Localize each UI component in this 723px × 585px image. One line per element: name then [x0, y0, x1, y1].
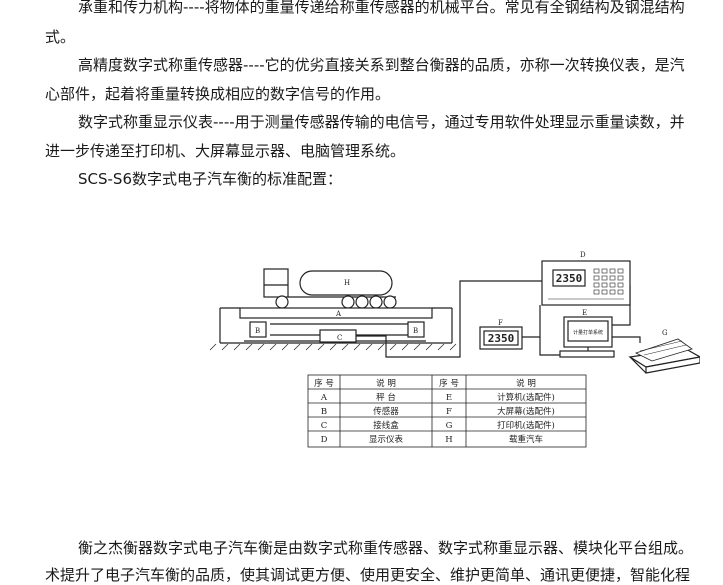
label-g: G: [662, 329, 668, 337]
paragraph-2-line-2: 心部件，起着将重量转换成相应的数字信号的作用。: [45, 85, 391, 103]
weighing-platform: [219, 307, 453, 344]
label-b-right: B: [413, 327, 418, 335]
table-cell: 大屏幕(选配件): [497, 406, 555, 417]
paragraph-5-line-1: 衡之杰衡器数字式电子汽车衡是由数字式称重传感器、数字式称重显示器、模块化平台组成…: [78, 539, 694, 557]
table-cell: 接线盒: [373, 420, 399, 431]
legend-table: 序 号 说 明 序 号 说 明 A 秤 台 E 计算机(选配件) B 传感器 F…: [307, 374, 587, 448]
computer: [559, 316, 615, 358]
paragraph-3-line-1: 数字式称重显示仪表----用于测量传感器传输的电信号，通过专用软件处理显示重量读…: [78, 113, 685, 131]
table-cell: F: [446, 407, 452, 417]
table-cell: G: [446, 421, 453, 431]
paragraph-3-line-2: 进一步传递至打印机、大屏幕显示器、电脑管理系统。: [45, 142, 406, 160]
label-c: C: [337, 334, 342, 342]
big-screen-reading: 2350: [488, 332, 515, 345]
table-cell: 打印机(选配件): [497, 420, 555, 431]
table-cell: C: [321, 421, 328, 431]
table-header-3: 序 号: [439, 378, 459, 389]
big-screen-display: [479, 326, 523, 350]
paragraph-2-line-1: 高精度数字式称重传感器----它的优劣直接关系到整台衡器的品质，亦称一次转换仪表…: [78, 56, 685, 74]
weighing-indicator: [541, 260, 631, 306]
monitor-text: 计量打单系统: [573, 329, 603, 336]
table-cell: 载重汽车: [509, 434, 543, 445]
table-header-2: 说 明: [376, 378, 396, 389]
label-b-left: B: [255, 327, 260, 335]
indicator-reading: 2350: [556, 272, 583, 285]
label-f: F: [498, 319, 503, 327]
load-sensor-left: [249, 321, 267, 338]
paragraph-4: SCS-S6数字式电子汽车衡的标准配置：: [78, 170, 342, 188]
table-cell: A: [320, 393, 328, 403]
load-sensor-right: [407, 321, 425, 338]
printer: [628, 338, 700, 374]
table-header-4: 说 明: [516, 378, 536, 389]
label-e: E: [582, 309, 587, 317]
table-header-1: 序 号: [314, 378, 334, 389]
truck-drawing: [263, 268, 397, 309]
paragraph-1-line-2: 式。: [45, 28, 76, 46]
label-d: D: [580, 251, 586, 259]
paragraph-5-line-2: 术提升了电子汽车衡的品质，使其调试更方便、使用更安全、维护更简单、通讯更便捷，智…: [45, 566, 691, 584]
table-cell: 传感器: [373, 406, 399, 417]
ground-hatching: [209, 343, 457, 351]
table-cell: 秤 台: [376, 392, 396, 403]
table-cell: E: [446, 393, 452, 403]
table-cell: 显示仪表: [369, 434, 404, 445]
scale-configuration-diagram: H A B B C D F E G 2350 2350 计量打单系统 序 号 说…: [209, 251, 700, 448]
table-cell: B: [321, 407, 327, 417]
label-a: A: [335, 310, 342, 318]
paragraph-1-line-1: 承重和传力机构----将物体的重量传递给称重传感器的机械平台。常见有全钢结构及钢…: [78, 0, 685, 16]
table-cell: D: [321, 435, 328, 445]
table-cell: H: [445, 435, 452, 445]
label-h: H: [344, 279, 350, 287]
table-cell: 计算机(选配件): [497, 392, 555, 403]
